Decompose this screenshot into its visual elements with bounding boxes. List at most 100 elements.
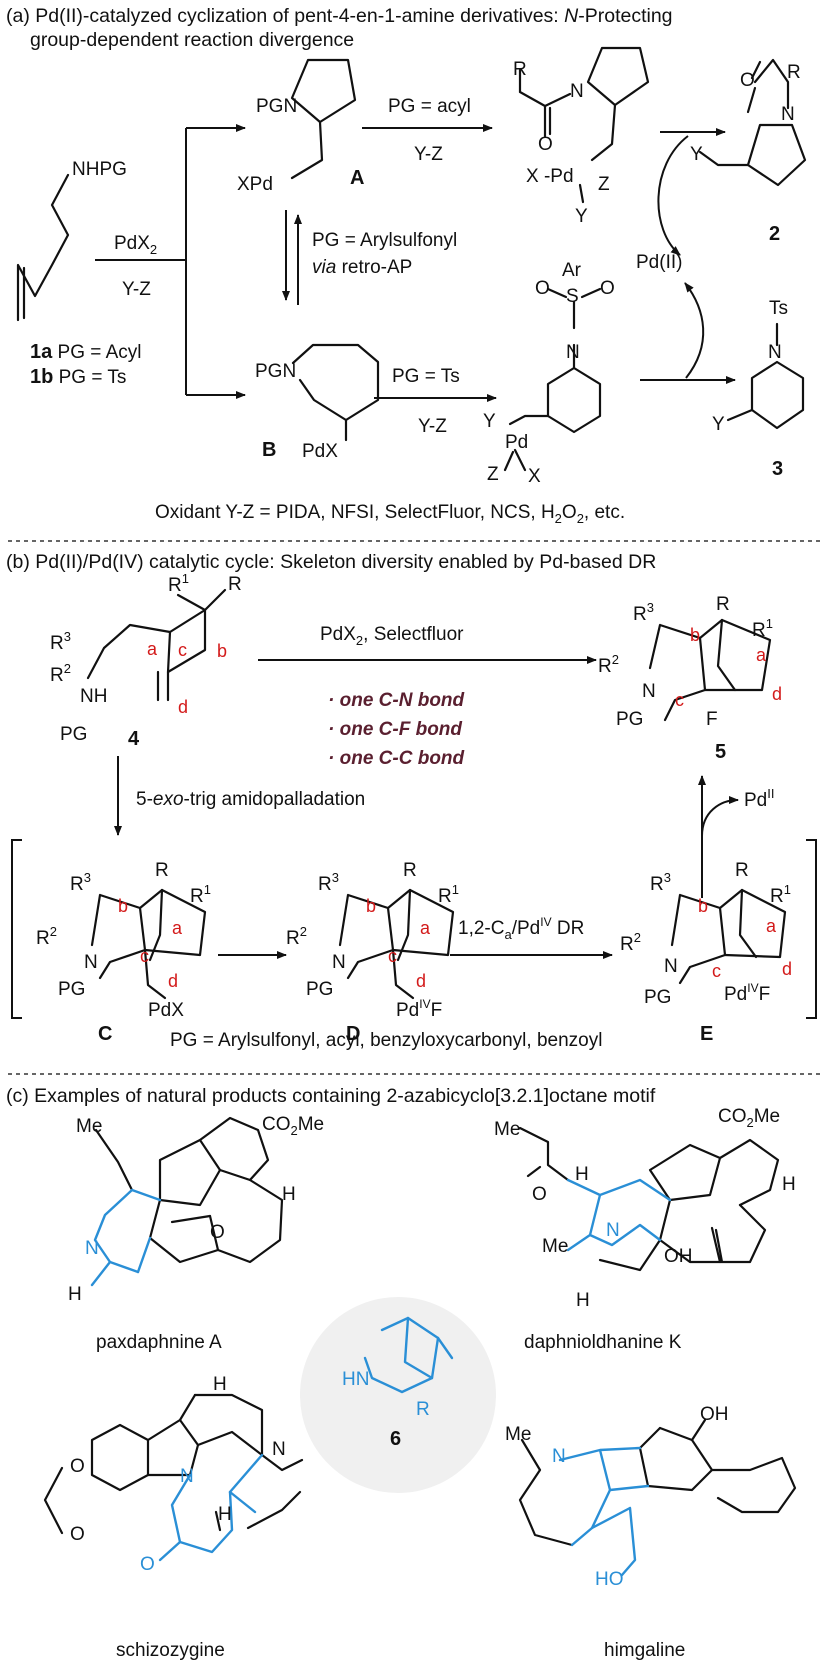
ts-O1: O xyxy=(535,278,550,299)
sch-N-left: N xyxy=(180,1466,194,1487)
p2-N: N xyxy=(781,104,795,125)
np-paxdaphnine-a: paxdaphnine A xyxy=(96,1332,222,1353)
intermediate-C-structure xyxy=(90,888,207,1000)
intermediate-C-label: C xyxy=(98,1023,112,1045)
D-PdIVF: PdIVF xyxy=(396,997,442,1021)
ts-Ar: Ar xyxy=(562,260,582,281)
intermediate-E-structure xyxy=(670,888,787,985)
intermediate-D-label: D xyxy=(346,1023,360,1045)
cond-ts: PG = Ts xyxy=(392,366,460,387)
C-label-a: a xyxy=(172,918,183,938)
cmpd-1a-label: 1a PG = Acyl xyxy=(30,341,141,363)
p2-O: O xyxy=(740,70,755,91)
s4-NH: NH xyxy=(80,686,107,707)
ts-pd-complex-structure xyxy=(503,287,602,472)
section-a-heading-line2: group-dependent reaction divergence xyxy=(30,29,354,51)
p3-N: N xyxy=(768,342,782,363)
curve-from-3-to-pdii xyxy=(684,282,705,379)
s4-label-a: a xyxy=(147,639,158,659)
acyl-Z: Z xyxy=(598,174,610,195)
dap-Me-top: Me xyxy=(494,1119,520,1140)
pd-ii-release: PdII xyxy=(744,786,774,811)
dap-H-bottom: H xyxy=(576,1290,590,1311)
himgaline-structure xyxy=(518,1418,797,1577)
sch-O-bottom: O xyxy=(70,1524,85,1545)
s4-label-c: c xyxy=(178,640,187,660)
cmpd-1b-label: 1b PG = Ts xyxy=(30,366,126,388)
C-R3: R3 xyxy=(70,870,91,895)
C-PdX: PdX xyxy=(148,1000,184,1021)
s5-N: N xyxy=(642,681,656,702)
acyl-pd-line: X -Pd xyxy=(526,166,574,187)
acyl-pd-complex-structure xyxy=(518,46,650,204)
s5-R: R xyxy=(716,594,730,615)
ts-N: N xyxy=(566,342,580,363)
dap-Me-mid: Me xyxy=(542,1236,568,1257)
p2-Y: Y xyxy=(690,144,703,165)
C-PG: PG xyxy=(58,979,85,1000)
reagent-selectfluor: PdX2, Selectfluor xyxy=(320,624,464,648)
C-R2: R2 xyxy=(36,924,57,949)
him-Me: Me xyxy=(505,1424,531,1445)
D-PG: PG xyxy=(306,979,333,1000)
D-label-c: c xyxy=(388,946,397,966)
E-label-a: a xyxy=(766,916,777,936)
pax-CO2Me: CO2Me xyxy=(262,1114,324,1138)
cond-acyl: PG = acyl xyxy=(388,96,471,117)
D-N: N xyxy=(332,952,346,973)
section-c-heading: (c) Examples of natural products contain… xyxy=(6,1085,656,1107)
s5-label-a: a xyxy=(756,645,767,665)
curve-to-pdii xyxy=(657,135,689,256)
C-label-c: c xyxy=(140,946,149,966)
p2-R: R xyxy=(787,62,801,83)
pg-line: PG = Arylsulfonyl, acyl, benzyloxycarbon… xyxy=(170,1030,602,1051)
bond-c-n: · one C-N bond xyxy=(328,690,465,711)
bracket-left xyxy=(11,839,22,1019)
A-xpd: XPd xyxy=(237,174,273,195)
him-OH: OH xyxy=(700,1404,729,1425)
np-schizozygine: schizozygine xyxy=(116,1640,225,1661)
C-R: R xyxy=(155,860,169,881)
A-pgn: PGN xyxy=(256,96,297,117)
ts-Z: Z xyxy=(487,464,499,485)
D-label-a: a xyxy=(420,918,431,938)
acyl-Y: Y xyxy=(575,206,588,227)
daphnioldhanine-k-structure xyxy=(518,1126,780,1272)
core-6-label: 6 xyxy=(390,1428,401,1450)
s4-label-b: b xyxy=(217,641,227,661)
D-R2: R2 xyxy=(286,924,307,949)
product-5-structure xyxy=(648,618,772,722)
sch-H-mid: H xyxy=(218,1504,232,1525)
substrate-1-structure xyxy=(16,173,70,322)
reagent-pdx2: PdX2 xyxy=(114,233,157,257)
E-label-c: c xyxy=(712,961,721,981)
E-label-d: d xyxy=(782,959,792,979)
D-R1: R1 xyxy=(438,882,459,907)
ts-O2: O xyxy=(600,278,615,299)
s4-R1: R1 xyxy=(168,571,189,596)
schizozygine-structure xyxy=(43,1393,304,1562)
B-pdx: PdX xyxy=(302,441,338,462)
s5-F: F xyxy=(706,709,718,730)
ts-X: X xyxy=(528,466,541,487)
E-label-b: b xyxy=(698,896,708,916)
pax-Me: Me xyxy=(76,1116,102,1137)
sch-O-carbonyl: O xyxy=(140,1554,155,1575)
pax-O: O xyxy=(210,1222,225,1243)
B-pgn: PGN xyxy=(255,361,296,382)
cond-arylsulfonyl: PG = Arylsulfonyl xyxy=(312,230,457,251)
s4-PG: PG xyxy=(60,724,87,745)
step-amidopalladation: 5-exo-trig amidopalladation xyxy=(136,789,365,810)
product-3-label: 3 xyxy=(772,458,783,480)
core-6-structure xyxy=(363,1316,454,1394)
ts-Pd: Pd xyxy=(505,432,528,453)
C-R1: R1 xyxy=(190,882,211,907)
sch-O-top: O xyxy=(70,1456,85,1477)
D-label-b: b xyxy=(366,896,376,916)
p3-Ts: Ts xyxy=(769,298,788,319)
s5-R1: R1 xyxy=(752,616,773,641)
product-2-structure xyxy=(698,58,807,187)
paxdaphnine-a-structure xyxy=(90,1116,284,1287)
C-label-b: b xyxy=(118,896,128,916)
